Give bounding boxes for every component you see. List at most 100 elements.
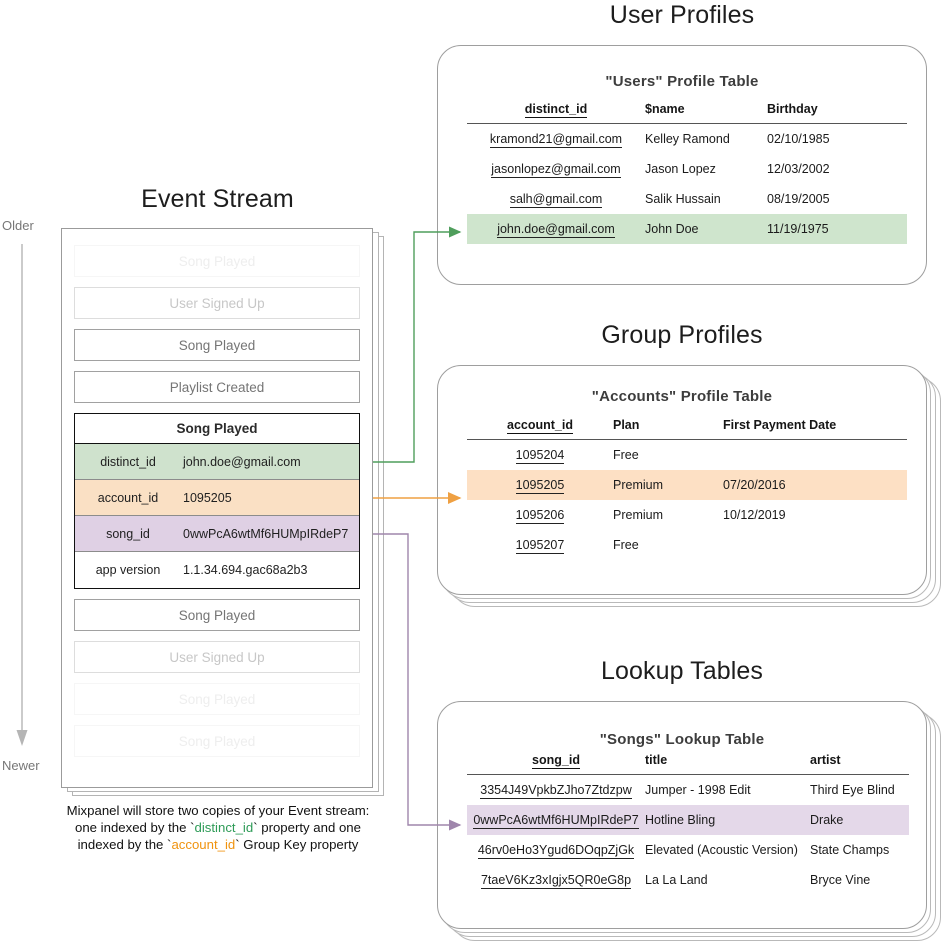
event-stream-heading: Event Stream bbox=[141, 185, 294, 213]
users-table-row-cell: 08/19/2005 bbox=[767, 191, 830, 206]
accounts-table-row-key-cell: 1095206 bbox=[467, 500, 613, 530]
underlined-id: 1095206 bbox=[515, 507, 565, 524]
songs-table-row-cell: La La Land bbox=[645, 872, 708, 887]
event-property-value: 0wwPcA6wtMf6HUMpIRdeP7 bbox=[183, 526, 349, 541]
songs-col-title: title bbox=[645, 753, 668, 767]
event-property-value: 1095205 bbox=[183, 490, 232, 505]
caption-account-id-token: account_id bbox=[171, 837, 236, 852]
underlined-id: 1095205 bbox=[515, 477, 565, 494]
event-row-label: Song Played bbox=[178, 253, 256, 269]
event-row[interactable]: User Signed Up bbox=[74, 641, 360, 673]
users-profile-table: distinct_id $name Birthday kramond21@gma… bbox=[467, 102, 907, 244]
event-row[interactable]: Song Played bbox=[74, 725, 360, 757]
event-stream-caption: Mixpanel will store two copies of your E… bbox=[28, 802, 408, 853]
event-row[interactable]: User Signed Up bbox=[74, 287, 360, 319]
timeline-newer-label: Newer bbox=[2, 758, 40, 773]
focused-event-title: Song Played bbox=[75, 414, 359, 444]
event-row[interactable]: Song Played bbox=[74, 683, 360, 715]
users-table-row-cell: Jason Lopez bbox=[645, 161, 716, 176]
underlined-id: 46rv0eHo3Ygud6DOqpZjGk bbox=[477, 842, 635, 859]
event-row[interactable]: Playlist Created bbox=[74, 371, 360, 403]
event-row-label: Song Played bbox=[178, 733, 256, 749]
event-row-label: Song Played bbox=[178, 691, 256, 707]
users-col-name: $name bbox=[645, 102, 685, 116]
users-table-row-key-cell: kramond21@gmail.com bbox=[467, 124, 645, 154]
accounts-table-row-key-cell: 1095207 bbox=[467, 530, 613, 560]
event-row[interactable]: Song Played bbox=[74, 329, 360, 361]
users-table-row-cell: 02/10/1985 bbox=[767, 131, 830, 146]
accounts-table-row[interactable]: 1095204 Free bbox=[467, 440, 907, 470]
event-row[interactable]: Song Played bbox=[74, 245, 360, 277]
songs-table-row-cell: State Champs bbox=[810, 842, 890, 857]
songs-table-row-cell: Jumper - 1998 Edit bbox=[645, 782, 751, 797]
underlined-id: 1095204 bbox=[515, 447, 565, 464]
users-table-row-cell: Kelley Ramond bbox=[645, 131, 730, 146]
accounts-col-account-id: account_id bbox=[507, 418, 573, 434]
event-property-key: account_id bbox=[97, 490, 159, 505]
songs-col-song-id: song_id bbox=[532, 753, 580, 769]
focused-event-card[interactable]: Song Played distinct_id john.doe@gmail.co… bbox=[74, 413, 360, 589]
songs-table-row-cell: Third Eye Blind bbox=[810, 782, 895, 797]
caption-line-3-suffix: ` Group Key property bbox=[235, 837, 359, 852]
accounts-table-row-cell bbox=[723, 530, 907, 560]
users-table-row[interactable]: jasonlopez@gmail.com Jason Lopez 12/03/200… bbox=[467, 154, 907, 184]
accounts-table-row-key-cell: 1095205 bbox=[467, 469, 613, 500]
accounts-table-row-cell: 10/12/2019 bbox=[723, 507, 786, 522]
users-table-row-cell: 12/03/2002 bbox=[767, 161, 830, 176]
songs-lookup-table: song_id title artist 3354J49VpkbZJho7Ztd… bbox=[467, 753, 909, 895]
users-table-row-key-cell: john.doe@gmail.com bbox=[467, 213, 645, 244]
accounts-table-row-cell: 07/20/2016 bbox=[723, 469, 907, 500]
timeline-older-label: Older bbox=[2, 218, 34, 233]
users-col-distinct-id: distinct_id bbox=[524, 102, 588, 118]
songs-table-header-row: song_id title artist bbox=[467, 753, 909, 775]
users-table-title: "Users" Profile Table bbox=[605, 73, 759, 90]
accounts-table-row-key-cell: 1095204 bbox=[467, 440, 613, 470]
event-row[interactable]: Song Played bbox=[74, 599, 360, 631]
event-property-value: john.doe@gmail.com bbox=[183, 454, 301, 469]
accounts-table-title: "Accounts" Profile Table bbox=[591, 388, 773, 405]
underlined-id: john.doe@gmail.com bbox=[497, 221, 615, 238]
event-property-key: distinct_id bbox=[100, 454, 156, 469]
event-row-label: Playlist Created bbox=[169, 379, 265, 395]
user-profiles-panel bbox=[437, 45, 927, 285]
accounts-table-row-cell bbox=[723, 440, 907, 470]
accounts-table-row-cell: Premium bbox=[613, 469, 723, 500]
users-table-header-row: distinct_id $name Birthday bbox=[467, 102, 907, 124]
songs-table-row-cell: Hotline Bling bbox=[645, 804, 810, 835]
accounts-col-first-payment: First Payment Date bbox=[723, 418, 837, 432]
group-profiles-heading: Group Profiles bbox=[601, 321, 763, 349]
songs-table-row-key-cell: 3354J49VpkbZJho7Ztdzpw bbox=[467, 775, 645, 805]
users-table-row-cell: Salik Hussain bbox=[645, 191, 721, 206]
focused-event-properties: distinct_id john.doe@gmail.com account_id 1… bbox=[75, 444, 359, 588]
timeline-arrow-icon bbox=[16, 244, 28, 746]
caption-line-3-prefix: indexed by the ` bbox=[77, 837, 172, 852]
accounts-col-plan: Plan bbox=[613, 418, 640, 432]
caption-line-1: Mixpanel will store two copies of your E… bbox=[66, 803, 370, 818]
timeline-axis: Older Newer bbox=[0, 218, 60, 778]
songs-col-artist: artist bbox=[810, 753, 841, 767]
event-row-label: User Signed Up bbox=[169, 295, 265, 311]
user-profiles-heading: User Profiles bbox=[609, 1, 755, 29]
event-row-label: Song Played bbox=[178, 337, 256, 353]
songs-table-row-key-cell: 0wwPcA6wtMf6HUMpIRdeP7 bbox=[467, 804, 645, 835]
underlined-id: 1095207 bbox=[515, 537, 565, 554]
event-property-key: app version bbox=[95, 563, 161, 577]
accounts-table-row-cell: Free bbox=[613, 447, 639, 462]
underlined-id: jasonlopez@gmail.com bbox=[491, 161, 621, 178]
accounts-profile-table: account_id Plan First Payment Date 10952… bbox=[467, 418, 907, 560]
event-row-label: User Signed Up bbox=[169, 649, 265, 665]
accounts-table-header-row: account_id Plan First Payment Date bbox=[467, 418, 907, 440]
